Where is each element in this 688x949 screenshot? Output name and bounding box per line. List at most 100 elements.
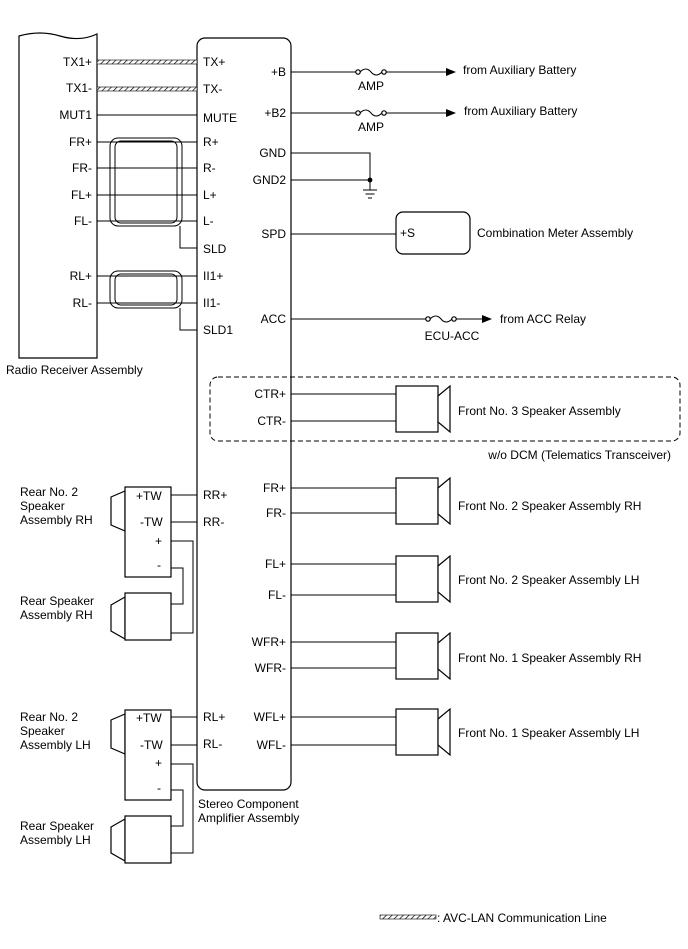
legend: : AVC-LAN Communication Line xyxy=(379,911,607,925)
radio-pin-fl-plus: FL+ xyxy=(71,188,92,202)
front-no1-lh-speaker-label: Front No. 1 Speaker Assembly LH xyxy=(458,726,639,740)
radio-pin-fl-minus: FL- xyxy=(74,214,92,228)
amp-pin-acc: ACC xyxy=(261,312,287,326)
combination-meter: +S Combination Meter Assembly xyxy=(291,211,633,255)
fuse-amp-1-left xyxy=(355,69,361,75)
front-no2-lh-speaker-label: Front No. 2 Speaker Assembly LH xyxy=(458,573,639,587)
amp-pin-wfr-minus: WFR- xyxy=(255,661,286,675)
rear-no2-lh-pin-plus: + xyxy=(155,756,162,770)
rear-no2-rh-label-2: Speaker xyxy=(20,499,65,513)
rear-no2-rh-pin-tw-minus: -TW xyxy=(140,515,163,529)
amp-pin-spd: SPD xyxy=(261,227,286,241)
rear-no2-rh-pin-plus: + xyxy=(155,534,162,548)
rear-no2-rh-label-1: Rear No. 2 xyxy=(20,485,78,499)
rear-no2-lh-label-1: Rear No. 2 xyxy=(20,710,78,724)
front-speakers: w/o DCM (Telematics Transceiver) Front N… xyxy=(209,376,681,757)
fuse-ecu-acc-label: ECU-ACC xyxy=(425,329,480,343)
rear-lh-box xyxy=(124,815,172,864)
amp-pin-l-plus: L+ xyxy=(203,188,217,202)
rear-no2-lh-pin-tw-plus: +TW xyxy=(136,711,162,725)
avc-lan-line-tx-plus xyxy=(96,59,198,65)
amp-pin-fl-plus: FL+ xyxy=(265,557,286,571)
rear-no2-lh-box xyxy=(124,709,172,801)
wire-rr-crossover-minus xyxy=(171,567,184,605)
amp-pin-tx-plus: TX+ xyxy=(203,55,225,69)
amplifier-title-line1: Stereo Component xyxy=(198,797,299,811)
rear-speakers-rh: Rear No. 2 Speaker Assembly RH +TW -TW +… xyxy=(20,485,197,641)
amp-pin-sld: SLD xyxy=(203,242,227,256)
arrow-b2-icon xyxy=(446,109,456,117)
amp-pin-gnd2: GND2 xyxy=(253,173,287,187)
amp-pin-mute: MUTE xyxy=(203,111,237,125)
rear-speakers-lh: Rear No. 2 Speaker Assembly LH +TW -TW +… xyxy=(20,709,197,864)
amp-pin-fr-plus: FR+ xyxy=(263,481,286,495)
rear-lh-label-1: Rear Speaker xyxy=(20,819,94,833)
amp-pin-rr-plus: RR+ xyxy=(203,488,227,502)
fuse-ecu-acc-right xyxy=(451,316,457,322)
radio-pin-mut1: MUT1 xyxy=(59,108,92,122)
amp-pin-sld1: SLD1 xyxy=(203,323,233,337)
rear-no2-rh-label-3: Assembly RH xyxy=(20,513,93,527)
combination-meter-label: Combination Meter Assembly xyxy=(477,226,633,240)
amp-pin-fl-minus: FL- xyxy=(268,588,286,602)
fuse-amp-2-left xyxy=(355,110,361,116)
rear-no2-rh-pin-minus: - xyxy=(157,558,161,572)
source-acc-relay: from ACC Relay xyxy=(500,312,586,326)
source-aux-1: from Auxiliary Battery xyxy=(463,63,576,77)
amp-pin-rl-minus: RL- xyxy=(203,737,222,751)
front-no2-rh-speaker-icon xyxy=(395,477,439,525)
radio-receiver-box xyxy=(18,32,98,359)
option-dashed-frame xyxy=(209,376,681,442)
combination-meter-box xyxy=(395,211,471,255)
wire-rl-crossover-minus xyxy=(171,789,184,827)
stereo-amplifier-assembly: Stereo Component Amplifier Assembly TX+ … xyxy=(196,37,299,825)
fuse-ecu-acc-left xyxy=(425,316,431,322)
front-no1-lh-speaker-icon xyxy=(395,708,439,756)
amp-pin-l-minus: L- xyxy=(203,214,214,228)
front-no3-speaker-icon xyxy=(395,385,439,433)
radio-pin-fr-plus: FR+ xyxy=(69,135,92,149)
fuse-amp-1-label: AMP xyxy=(358,79,384,93)
amp-pin-b: +B xyxy=(271,65,286,79)
amp-pin-rl-plus: RL+ xyxy=(203,710,225,724)
legend-avc-lan-label: : AVC-LAN Communication Line xyxy=(437,911,607,925)
wire-sld xyxy=(179,226,197,249)
fuse-amp-2-label: AMP xyxy=(358,120,384,134)
shield-front-inner xyxy=(114,140,178,224)
rear-no2-lh-label-3: Assembly LH xyxy=(20,738,91,752)
front-no2-rh-speaker-label: Front No. 2 Speaker Assembly RH xyxy=(458,499,641,513)
avc-lan-line-tx-minus xyxy=(96,86,198,92)
radio-pin-rl-minus: RL- xyxy=(73,296,92,310)
amp-pin-gnd: GND xyxy=(259,146,286,160)
wire-gnd xyxy=(291,152,371,190)
amp-pin-ii1-plus: II1+ xyxy=(203,269,223,283)
rear-rh-speaker-icon xyxy=(110,595,126,641)
legend-avc-lan-swatch xyxy=(379,914,437,920)
arrow-b-icon xyxy=(446,68,456,76)
rear-no2-rh-box xyxy=(124,486,172,578)
amp-pin-b2: +B2 xyxy=(264,106,286,120)
arrow-acc-icon xyxy=(482,315,492,323)
rear-lh-speaker-icon xyxy=(110,817,126,863)
fuse-ecu-acc-icon xyxy=(429,315,453,323)
radio-pin-tx1-plus: TX1+ xyxy=(63,55,92,69)
amp-pin-wfr-plus: WFR+ xyxy=(252,635,286,649)
front-no1-rh-speaker-icon xyxy=(395,632,439,680)
fuse-amp-1-icon xyxy=(359,68,383,76)
radio-amplifier-wiring xyxy=(96,59,198,331)
amp-pin-r-plus: R+ xyxy=(203,135,219,149)
amplifier-box xyxy=(196,37,292,791)
shield-rear-outer xyxy=(109,270,183,309)
front-no1-rh-speaker-label: Front No. 1 Speaker Assembly RH xyxy=(458,651,641,665)
shield-rear-inner xyxy=(114,273,178,306)
fuse-amp-2-icon xyxy=(359,109,383,117)
amp-pin-tx-minus: TX- xyxy=(203,82,222,96)
amp-pin-rr-minus: RR- xyxy=(203,515,224,529)
rear-rh-box xyxy=(124,592,172,641)
rear-lh-label-2: Assembly LH xyxy=(20,833,91,847)
combination-meter-pin: +S xyxy=(400,226,415,240)
amplifier-title-line2: Amplifier Assembly xyxy=(198,811,299,825)
rear-no2-lh-speaker-icon xyxy=(110,713,126,755)
rear-no2-lh-pin-minus: - xyxy=(157,781,161,795)
wire-sld1 xyxy=(179,308,197,331)
